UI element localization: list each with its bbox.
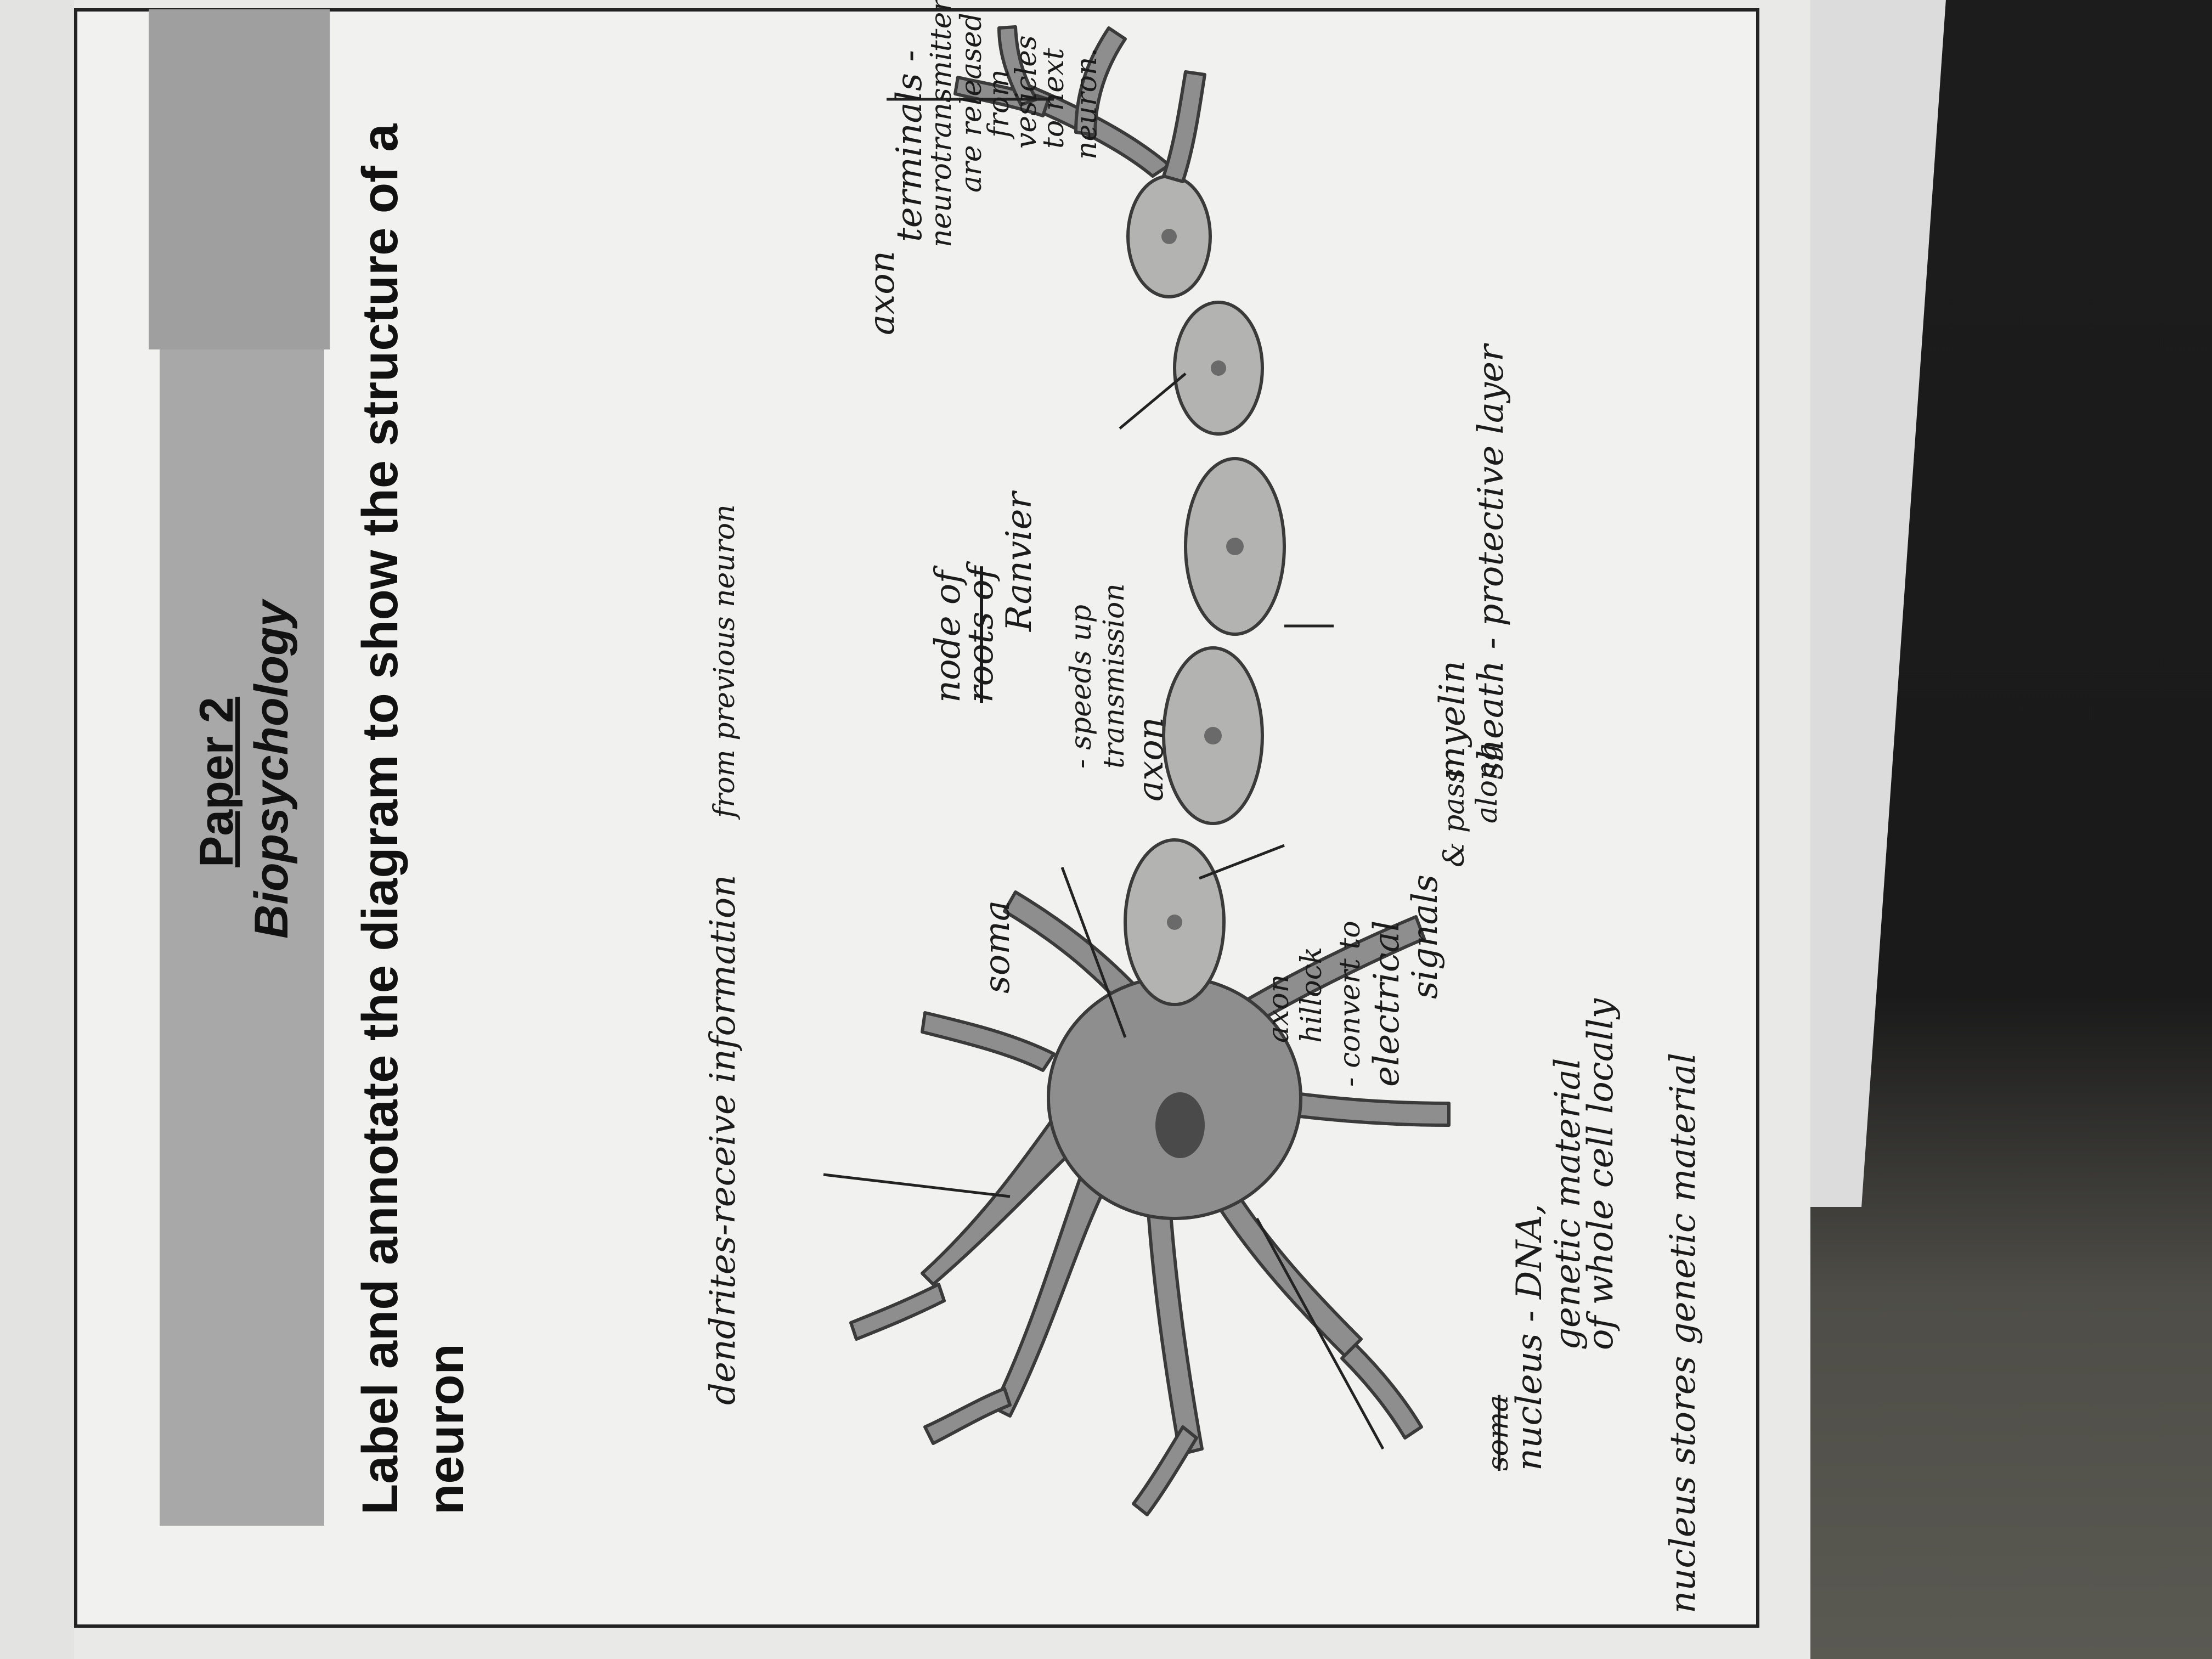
handout-panel: Paper 2 Biopsychology Label and annotate… (74, 0, 1759, 1628)
annotation-terminal-1: axon (862, 251, 902, 335)
annotation-axon-hillock-2: hillock (1295, 946, 1328, 1043)
annotation-terminal-8: neuron. (1070, 48, 1103, 160)
worksheet-page: nd Paper 2 Biopsychology Label and annot… (0, 0, 1810, 1659)
annotation-dendrites: dendrites-receive information (703, 874, 743, 1405)
annotation-convert-3: signals (1405, 874, 1446, 999)
annotation-convert-2: electrical (1367, 920, 1407, 1087)
previous-page-edge (0, 0, 74, 1659)
annotation-nucleus-footer: nucleus stores genetic material (1663, 1052, 1703, 1613)
annotation-convert-4: & pass (1438, 768, 1471, 867)
nucleus (1155, 1092, 1205, 1158)
annotation-nucleus-3: of whole cell locally (1581, 998, 1621, 1350)
annotation-convert-1: - convert to (1334, 921, 1367, 1087)
header-band-top (149, 9, 330, 349)
annotation-node-2: roots of (961, 566, 1001, 703)
myelin-sheath (1124, 174, 1286, 1006)
annotation-node-4: - speeds up (1065, 605, 1098, 769)
annotation-soma: soma (977, 900, 1018, 994)
annotation-from-neuron: from previous neuron (708, 504, 741, 818)
annotation-terminal-2: terminals - (889, 50, 930, 242)
annotation-myelin-2: sheath - protective layer (1471, 345, 1511, 780)
label-lines (823, 98, 1385, 1450)
annotation-axon-hillock-1: axon (1262, 974, 1295, 1043)
axon-terminals (953, 25, 1206, 183)
annotation-myelin-1: myelin (1432, 661, 1473, 780)
annotation-terminal-7: to next (1037, 48, 1070, 149)
annotation-node-5: transmission (1098, 583, 1131, 769)
neuron-diagram (823, 25, 1451, 1516)
annotation-nucleus-1: nucleus - DNA, (1509, 1204, 1550, 1471)
annotation-terminal-3: neurotransmitters (925, 0, 958, 247)
annotation-axon: axon (1131, 717, 1171, 802)
annotation-node-3: Ranvier (999, 492, 1040, 631)
myelin-nuclei (1161, 229, 1244, 930)
